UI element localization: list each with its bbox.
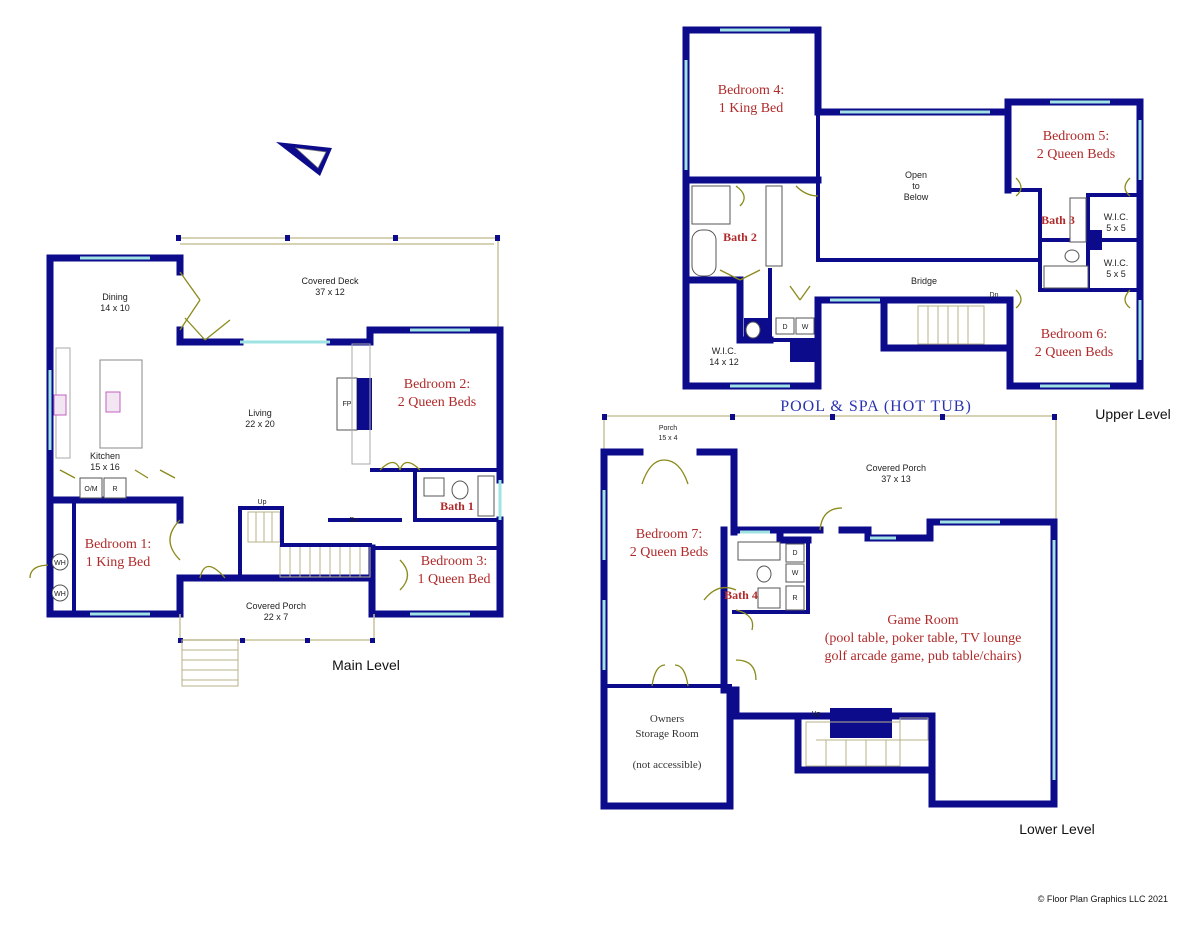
stairs-up-label: Up <box>258 499 267 506</box>
bridge-label: Bridge <box>911 276 937 286</box>
bedroom-4-beds: 1 King Bed <box>719 101 784 116</box>
bedroom-4-title: Bedroom 4: <box>718 83 785 98</box>
water-heater-2-label: WH <box>54 591 66 598</box>
kitchen-label: Kitchen <box>90 451 120 461</box>
north-arrow-icon <box>276 142 332 176</box>
oven-microwave-label: O/M <box>84 486 97 493</box>
bath-1-label: Bath 1 <box>440 499 474 513</box>
bedroom-3-title: Bedroom 3: <box>421 554 488 569</box>
refrigerator-label: R <box>112 486 117 493</box>
upper-dryer-label: D <box>782 324 787 331</box>
game-room-line-2: (pool table, poker table, TV lounge <box>825 631 1022 646</box>
lower-covered-porch-size: 37 x 13 <box>881 474 911 484</box>
lower-covered-porch-label: Covered Porch <box>866 463 926 473</box>
bedroom-6-title: Bedroom 6: <box>1041 327 1108 342</box>
bath-3-label: Bath 3 <box>1041 213 1075 227</box>
wic-a-size: 5 x 5 <box>1106 223 1126 233</box>
upper-level-title: Upper Level <box>1095 406 1171 422</box>
fireplace-label: FP <box>343 401 352 408</box>
copyright-label: © Floor Plan Graphics LLC 2021 <box>1038 894 1168 904</box>
game-room-line-3: golf arcade game, pub table/chairs) <box>824 649 1021 664</box>
main-level-title: Main Level <box>332 657 400 673</box>
lower-stairs-up-label: Up <box>812 711 821 718</box>
dining-label: Dining <box>102 292 128 302</box>
storage-line-1: Owners <box>650 713 684 725</box>
bedroom-1-title: Bedroom 1: <box>85 537 152 552</box>
open-to-below-1: Open <box>905 170 927 180</box>
upper-level-plan <box>682 26 1144 390</box>
main-level-plan <box>29 235 504 687</box>
wic-b-size: 5 x 5 <box>1106 269 1126 279</box>
living-label: Living <box>248 408 272 418</box>
lower-washer-label: W <box>792 570 799 577</box>
bedroom-7-title: Bedroom 7: <box>636 527 703 542</box>
living-size: 22 x 20 <box>245 419 275 429</box>
game-room-title: Game Room <box>887 613 958 628</box>
open-to-below-3: Below <box>904 192 929 202</box>
bedroom-3-beds: 1 Queen Bed <box>417 572 490 587</box>
bedroom-5-title: Bedroom 5: <box>1043 129 1110 144</box>
upper-stairs-down-label: Dn <box>990 292 999 299</box>
bath-2-label: Bath 2 <box>723 230 757 244</box>
upper-washer-label: W <box>802 324 809 331</box>
wic-main-size: 14 x 12 <box>709 357 739 367</box>
stairs-down-label: Dn <box>350 517 359 524</box>
bedroom-2-title: Bedroom 2: <box>404 377 471 392</box>
covered-porch-label: Covered Porch <box>246 601 306 611</box>
lower-porch-size: 15 x 4 <box>658 435 677 442</box>
storage-line-3: (not accessible) <box>633 759 702 771</box>
kitchen-size: 15 x 16 <box>90 462 120 472</box>
open-to-below-2: to <box>912 181 920 191</box>
wic-main-label: W.I.C. <box>712 346 737 356</box>
bedroom-5-beds: 2 Queen Beds <box>1037 147 1116 162</box>
covered-deck-size: 37 x 12 <box>315 287 345 297</box>
bedroom-6-beds: 2 Queen Beds <box>1035 345 1114 360</box>
lower-level-title: Lower Level <box>1019 821 1095 837</box>
lower-dryer-label: D <box>792 550 797 557</box>
wic-b-label: W.I.C. <box>1104 258 1129 268</box>
lower-refrigerator-label: R <box>792 595 797 602</box>
bedroom-2-beds: 2 Queen Beds <box>398 395 477 410</box>
water-heater-1-label: WH <box>54 560 66 567</box>
pool-spa-label: POOL & SPA (HOT TUB) <box>780 398 972 415</box>
covered-deck-label: Covered Deck <box>301 276 359 286</box>
bedroom-1-beds: 1 King Bed <box>86 555 151 570</box>
lower-level-plan <box>600 414 1058 810</box>
storage-line-2: Storage Room <box>635 728 699 740</box>
lower-porch-label: Porch <box>659 425 677 432</box>
covered-porch-size: 22 x 7 <box>264 612 289 622</box>
dining-size: 14 x 10 <box>100 303 130 313</box>
bath-4-label: Bath 4 <box>724 588 758 602</box>
bedroom-7-beds: 2 Queen Beds <box>630 545 709 560</box>
wic-a-label: W.I.C. <box>1104 212 1129 222</box>
